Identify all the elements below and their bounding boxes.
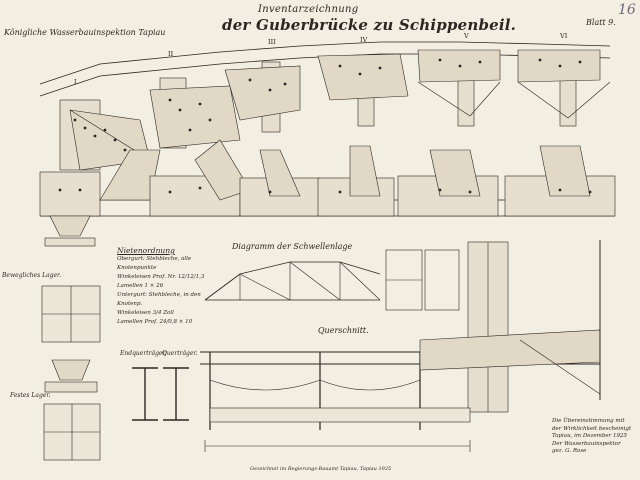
beam-sections: [132, 367, 189, 421]
certification-note: Die Übereinstimmung mit der Wirklichkeit…: [552, 418, 638, 456]
note-line: Tapiau, im Dezember 1925: [552, 433, 628, 439]
label-movable-bearing: Bewegliches Lager.: [2, 272, 62, 279]
legend-line: Winkeleisen 3/4 Zoll: [117, 310, 174, 316]
label-fixed-bearing: Festes Lager.: [10, 392, 51, 399]
detail-row-bottom: [39, 139, 616, 217]
label-cross-section: Querschnitt.: [318, 326, 369, 335]
footer-credit: Gezeichnet im Regierungs-Bauamt Tapiau, …: [250, 466, 392, 472]
note-line: Der Wasserbauinspektor: [552, 440, 621, 447]
legend-line: Lamellen Prof. 24/0,8 × 10: [117, 319, 193, 325]
legend-line: Lamellen 1 × 26: [117, 283, 164, 289]
sleeper-diagram: [204, 249, 460, 311]
section-label-6: VI: [560, 32, 568, 40]
note-line: Die Übereinstimmung mit: [552, 418, 625, 424]
cross-section: [200, 240, 601, 452]
legend-line: Winkeleisen Prof. Nr. 12/12/1,3: [117, 274, 205, 280]
label-crossbeam: Querträger.: [162, 350, 198, 357]
section-label-4: IV: [360, 36, 368, 44]
sheet-number: Blatt 9.: [586, 18, 616, 27]
note-line: gez. G. Rose: [552, 448, 587, 454]
page-number: 16: [618, 2, 636, 18]
section-label-2: II: [168, 50, 174, 58]
drawing-title: der Guberbrücke zu Schippenbeil.: [222, 16, 517, 34]
section-label-1: I: [74, 78, 77, 86]
rivet-legend: Nietenordnung Obergurt: Stehbleche, alle…: [117, 246, 213, 327]
section-label-3: III: [268, 38, 276, 46]
legend-line: Obergurt: Stehbleche, alle Knotenpunkte: [117, 256, 192, 271]
rivet-pattern: [58, 58, 592, 194]
drawing-subtitle: Inventarzeichnung: [258, 4, 359, 15]
legend-line: Untergurt: Stehbleche, in den Knotenp.: [117, 292, 201, 307]
authority-label: Königliche Wasserbauinspektion Tapiau: [4, 28, 166, 37]
label-end-crossbeam: Endquerträger.: [120, 350, 167, 357]
label-sleeper-diagram: Diagramm der Schwellenlage: [232, 242, 353, 251]
bearing-details: [41, 215, 101, 461]
legend-title: Nietenordnung: [117, 246, 175, 255]
section-label-5: V: [464, 32, 469, 40]
note-line: der Wirklichkeit bescheinigt: [552, 425, 632, 432]
